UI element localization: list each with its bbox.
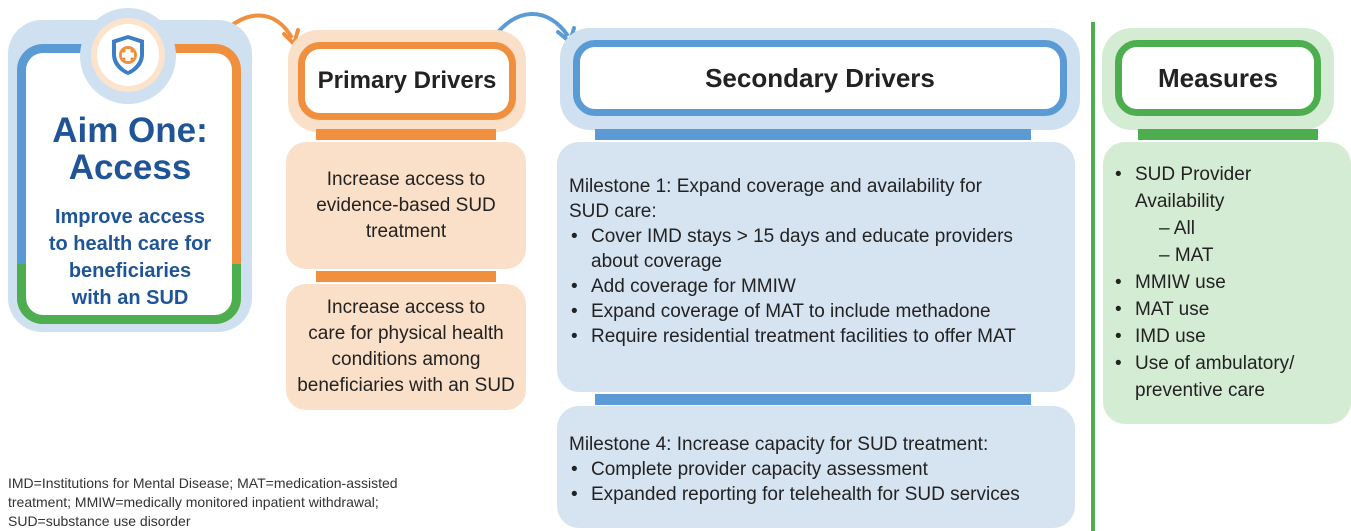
- measure-text: IMD use: [1135, 326, 1206, 347]
- primary-driver-2-line: beneficiaries with an SUD: [297, 375, 515, 396]
- bullet-item: Add coverage for MMIW: [569, 274, 1063, 299]
- aim-title: Aim One: Access: [30, 112, 230, 186]
- bullet-item: Require residential treatment facilities…: [569, 324, 1063, 349]
- milestone-1-box: Milestone 1: Expand coverage and availab…: [557, 142, 1075, 392]
- milestone-4-heading: Milestone 4: Increase capacity for SUD t…: [569, 434, 989, 455]
- primary-driver-1-line: evidence-based SUD: [316, 194, 496, 216]
- bullet-item: Expanded reporting for telehealth for SU…: [569, 482, 1063, 507]
- measures-list: SUD Provider Availability – All – MAT MM…: [1113, 161, 1341, 404]
- milestone-1-bullets: Cover IMD stays > 15 days and educate pr…: [569, 224, 1063, 349]
- abbreviations-footnote: IMD=Institutions for Mental Disease; MAT…: [8, 474, 528, 531]
- measure-text: SUD Provider: [1135, 164, 1252, 185]
- primary-driver-box-1: Increase access to evidence-based SUD tr…: [286, 142, 526, 269]
- primary-connector-bar: [316, 271, 496, 282]
- measure-text: preventive care: [1135, 380, 1265, 401]
- measure-item: MAT use: [1113, 296, 1341, 323]
- bullet-text: Require residential treatment facilities…: [591, 326, 1016, 347]
- milestone-4-box: Milestone 4: Increase capacity for SUD t…: [557, 406, 1075, 528]
- bullet-item: Complete provider capacity assessment: [569, 457, 1063, 482]
- primary-connector-bar: [316, 129, 496, 140]
- aim-title-line-2: Access: [68, 148, 192, 187]
- secondary-connector-bar: [595, 394, 1031, 405]
- primary-driver-2-line: conditions among: [331, 349, 481, 370]
- measure-item: Use of ambulatory/ preventive care: [1113, 350, 1341, 404]
- milestone-1-heading: Milestone 1: Expand coverage and availab…: [569, 176, 982, 197]
- bullet-text: Expanded reporting for telehealth for SU…: [591, 484, 1020, 505]
- milestone-1-heading: SUD care:: [569, 201, 657, 222]
- primary-driver-box-2: Increase access to care for physical hea…: [286, 284, 526, 410]
- measures-box: SUD Provider Availability – All – MAT MM…: [1103, 142, 1351, 424]
- aim-title-line-1: Aim One:: [52, 111, 208, 150]
- aim-subtitle: Improve access to health care for benefi…: [30, 204, 230, 312]
- milestone-4-bullets: Complete provider capacity assessment Ex…: [569, 457, 1063, 507]
- aim-subtitle-line: to health care for: [48, 233, 212, 255]
- bullet-text: Cover IMD stays > 15 days and educate pr…: [591, 226, 1013, 247]
- measure-item: SUD Provider Availability – All – MAT: [1113, 161, 1341, 269]
- measure-subitem: – MAT: [1159, 245, 1214, 266]
- bullet-text: Complete provider capacity assessment: [591, 459, 928, 480]
- bullet-item: Cover IMD stays > 15 days and educate pr…: [569, 224, 1063, 274]
- primary-driver-2-line: Increase access to: [326, 297, 486, 318]
- shield-medical-cross-icon: [112, 35, 144, 75]
- measure-subitem: – All: [1159, 218, 1195, 239]
- primary-driver-2-line: care for physical health: [308, 323, 504, 344]
- measures-connector-bar: [1138, 129, 1318, 140]
- footnote-line: IMD=Institutions for Mental Disease; MAT…: [8, 475, 398, 491]
- primary-drivers-header: Primary Drivers: [298, 42, 516, 120]
- measure-text: MMIW use: [1135, 272, 1226, 293]
- secondary-drivers-header: Secondary Drivers: [573, 40, 1067, 116]
- primary-driver-1-line: Increase access to: [326, 168, 486, 190]
- bullet-item: Expand coverage of MAT to include methad…: [569, 299, 1063, 324]
- bullet-text: Add coverage for MMIW: [591, 276, 796, 297]
- bullet-text: Expand coverage of MAT to include methad…: [591, 301, 991, 322]
- measure-item: MMIW use: [1113, 269, 1341, 296]
- primary-driver-1-line: treatment: [365, 220, 447, 242]
- secondary-connector-bar: [595, 129, 1031, 140]
- measure-text: Use of ambulatory/: [1135, 353, 1295, 374]
- measure-text: MAT use: [1135, 299, 1210, 320]
- aim-subtitle-line: with an SUD: [71, 287, 189, 309]
- measure-text: Availability: [1135, 191, 1225, 212]
- measures-divider: [1091, 22, 1095, 531]
- measure-item: IMD use: [1113, 323, 1341, 350]
- aim-subtitle-line: beneficiaries: [68, 260, 192, 282]
- bullet-text: about coverage: [591, 251, 722, 272]
- footnote-line: SUD=substance use disorder: [8, 513, 191, 529]
- measures-header: Measures: [1115, 40, 1321, 116]
- footnote-line: treatment; MMIW=medically monitored inpa…: [8, 494, 379, 510]
- aim-card-green-base: [17, 264, 241, 324]
- aim-subtitle-line: Improve access: [54, 206, 206, 228]
